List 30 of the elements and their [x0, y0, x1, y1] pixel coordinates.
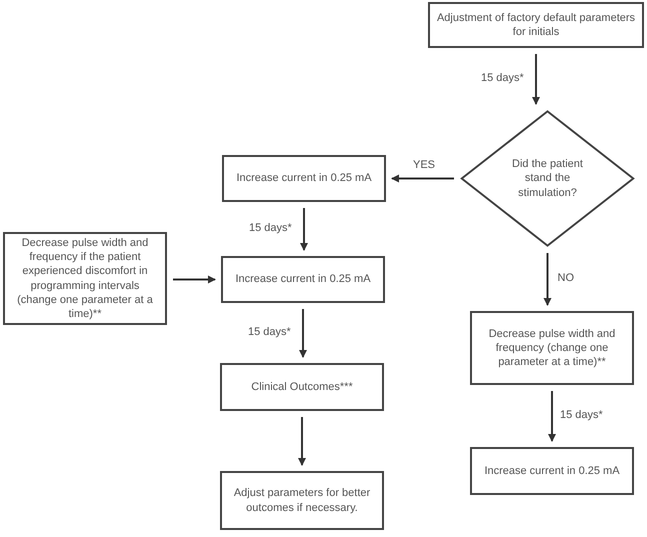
- box-text: Decrease pulse width and frequency if the patient experienced discomfort in programming intervals (change one parameter at a time)**: [16, 236, 154, 322]
- box-text: Increase current in 0.25 mA: [484, 464, 620, 478]
- process-box: [470, 447, 634, 495]
- box-text: Increase current in 0.25 mA: [235, 272, 371, 287]
- arrow: [299, 309, 307, 358]
- edge-label: 15 days*: [248, 326, 291, 340]
- process-box: [470, 311, 634, 385]
- process-box: [3, 232, 167, 325]
- process-box: [220, 363, 384, 411]
- box-text: Adjustment of factory default parameters for initials: [436, 10, 636, 40]
- box-text: Did the patient stand the stimulation?: [511, 157, 584, 200]
- box-text: Adjust parameters for better outcomes if necessary.: [232, 486, 372, 515]
- decision-diamond: [460, 110, 635, 247]
- edge-label: 15 days*: [560, 409, 603, 422]
- edge-label: 15 days*: [249, 222, 292, 236]
- box-text: Increase current in 0.25 mA: [236, 171, 372, 186]
- arrow: [173, 276, 216, 284]
- arrow: [300, 208, 308, 251]
- box-text: Decrease pulse width and frequency (change one parameter at a time)**: [488, 326, 616, 370]
- process-box: [220, 471, 384, 530]
- process-box: [222, 155, 386, 202]
- arrow: [391, 174, 454, 182]
- arrow: [544, 253, 552, 306]
- arrow: [548, 391, 556, 442]
- process-box: [221, 256, 385, 303]
- arrow: [298, 417, 306, 466]
- arrow: [532, 54, 540, 105]
- edge-label: 15 days*: [481, 72, 524, 86]
- process-box: [428, 2, 644, 48]
- box-text: Clinical Outcomes***: [251, 380, 353, 394]
